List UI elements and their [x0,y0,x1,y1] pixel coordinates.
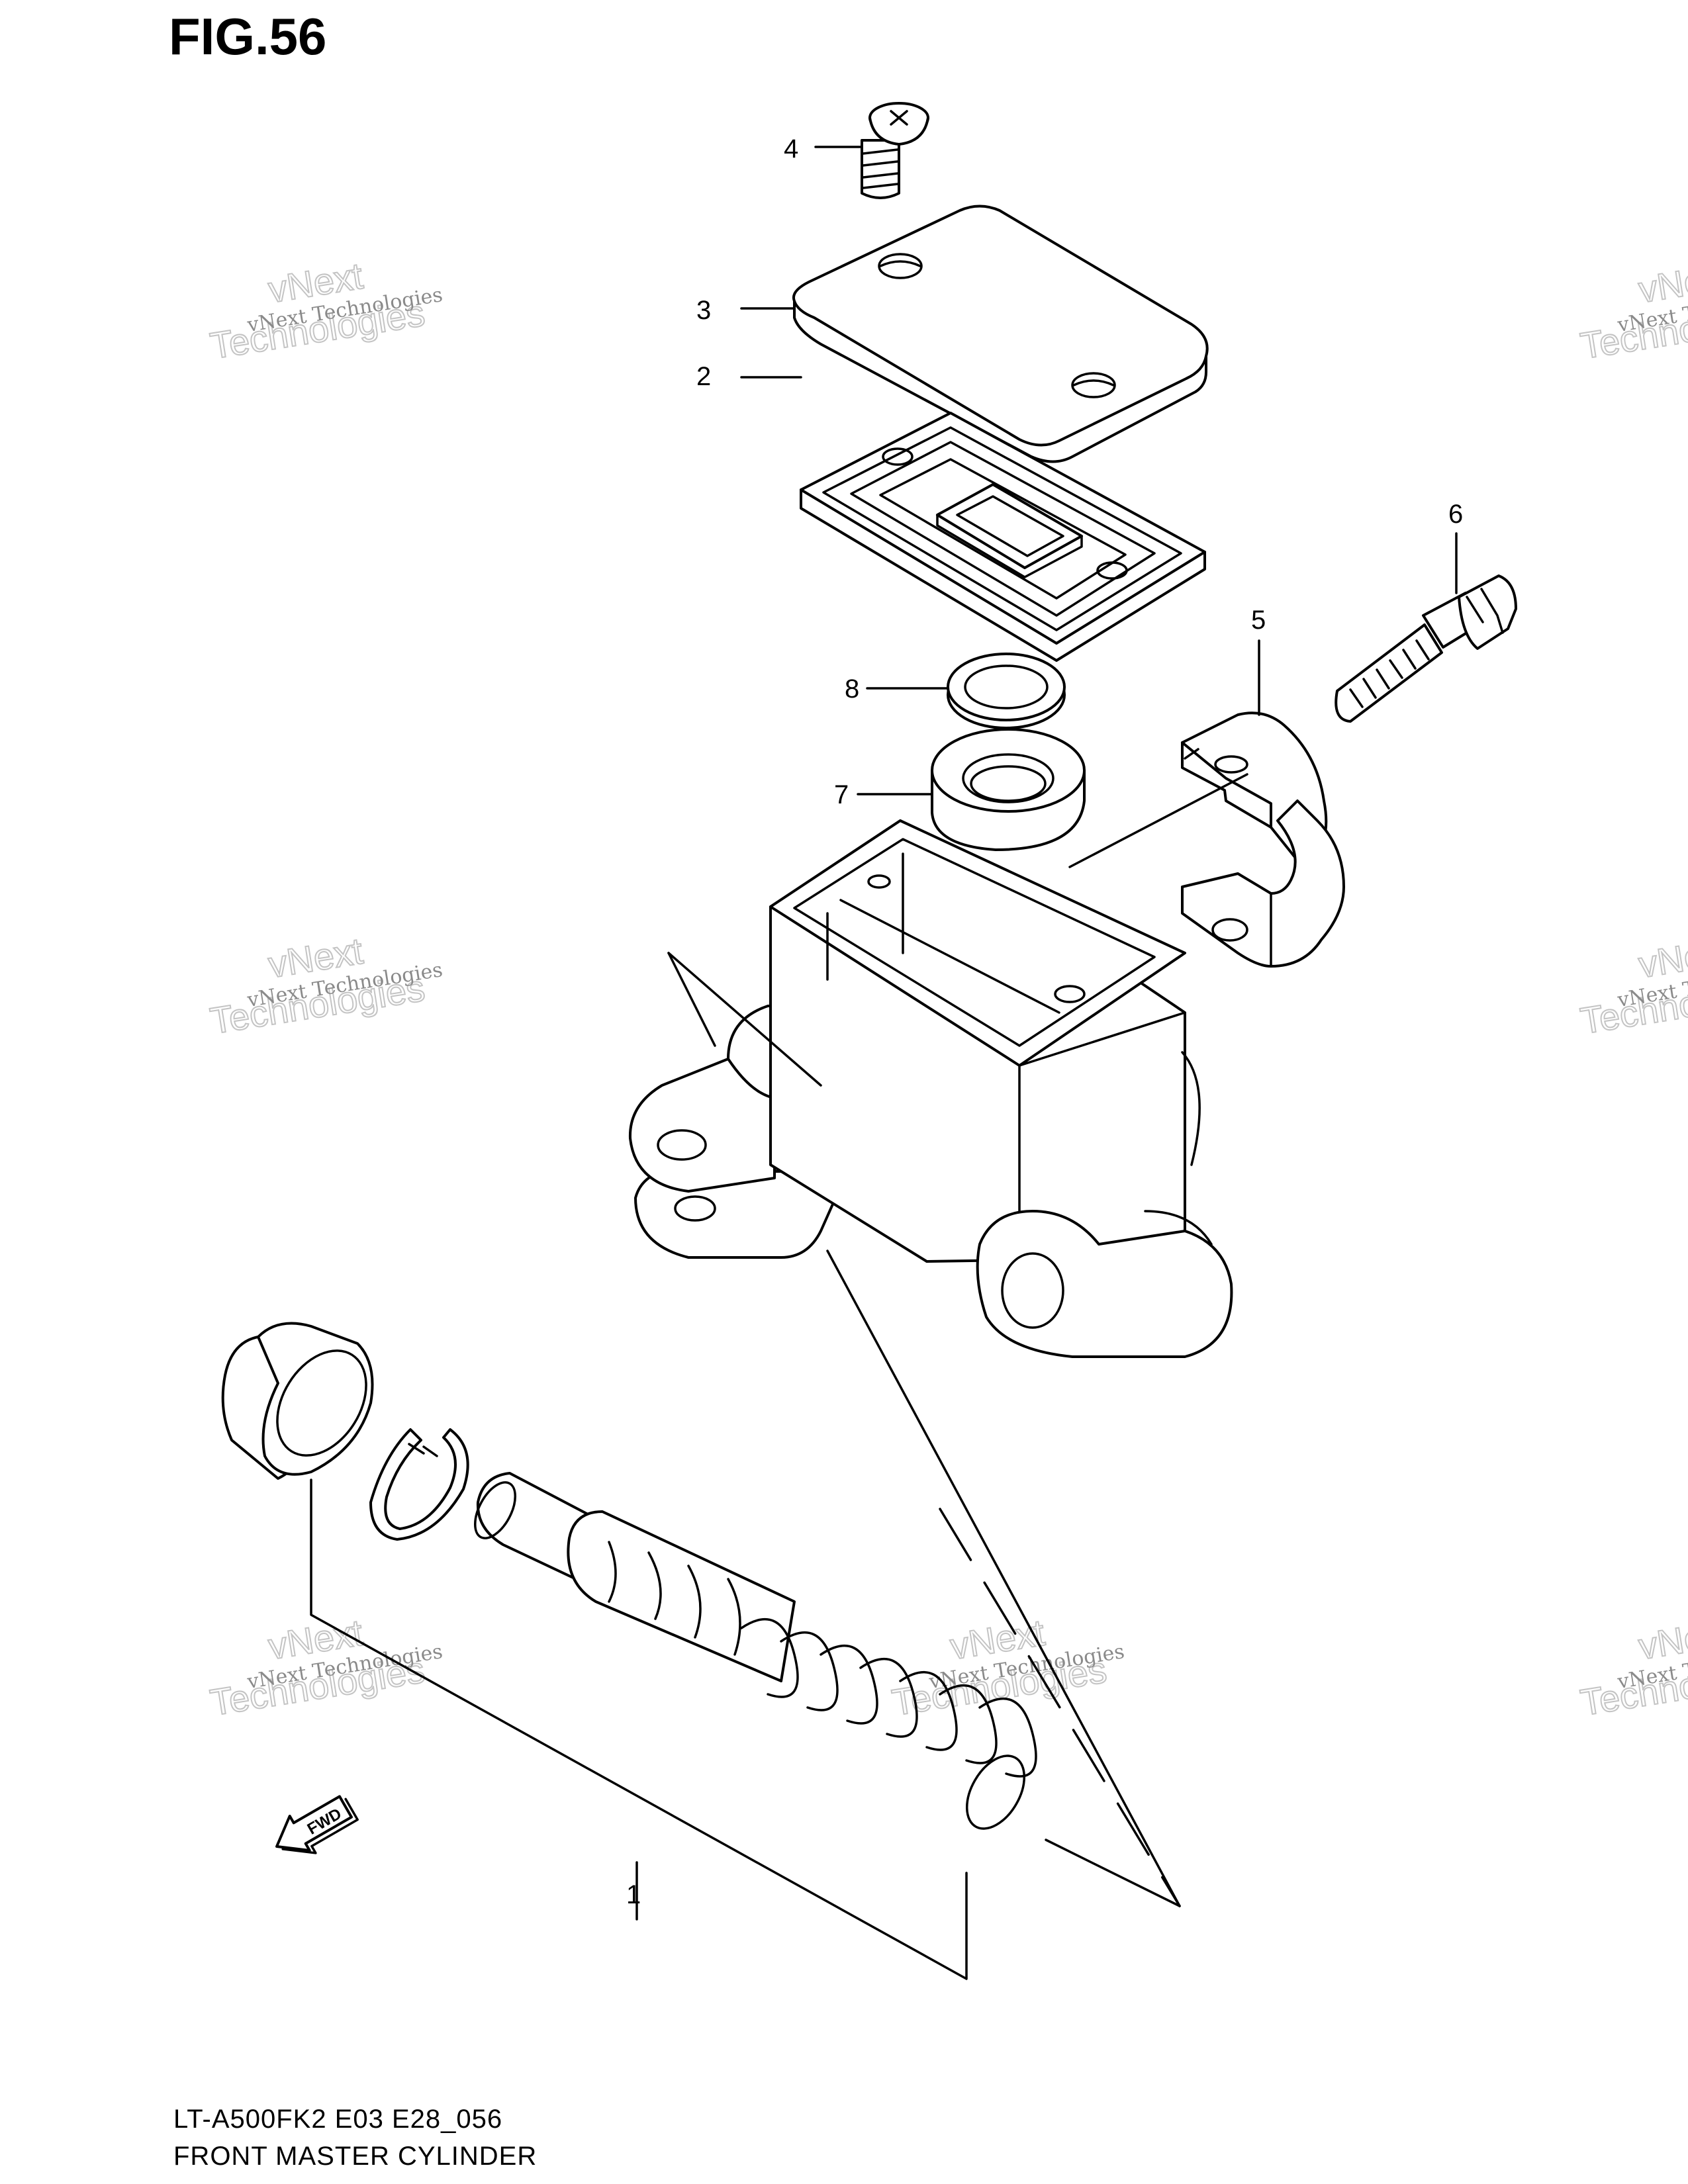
watermark: vNext Technologies vNext Technologies [1577,929,1688,1042]
callout-labels: 1 2 3 4 5 6 7 8 [626,134,1463,1909]
callout-5: 5 [1251,606,1266,635]
callout-3: 3 [696,296,711,325]
callout-4: 4 [784,134,798,163]
part-8-o-ring [947,653,1066,729]
figure-title: FIG.56 [169,7,327,66]
part-2-diaphragm [800,412,1206,662]
callout-1: 1 [626,1880,641,1909]
callout-7: 7 [834,780,849,809]
callout-leaders [740,146,1458,868]
assembly-name-caption: FRONT MASTER CYLINDER [173,2142,538,2171]
watermark-text: vNext [1636,930,1688,986]
callout-8: 8 [845,674,859,704]
part-5-clamp [1181,711,1345,968]
part-1-piston-kit [221,1322,1037,1830]
watermark-text: vNext [1636,1612,1688,1668]
master-cylinder-body [628,819,1233,1358]
part-6-bolt [1335,574,1517,723]
part-3-reservoir-cap [792,205,1209,463]
callout-2: 2 [696,362,711,391]
part-1-bracket-lines [310,952,1181,1980]
watermark: vNext Technologies vNext Technologies [207,1611,444,1724]
watermark: vNext Technologies vNext Technologies [1577,254,1688,367]
part-7-boot [931,728,1086,851]
part-4-screw [861,102,929,199]
fwd-arrow-icon: FWD [275,1795,359,1854]
watermark: vNext Technologies vNext Technologies [207,254,444,367]
model-code-caption: LT-A500FK2 E03 E28_056 [173,2105,503,2134]
watermark: vNext Technologies vNext Technologies [1577,1611,1688,1724]
watermark: vNext Technologies vNext Technologies [207,929,444,1042]
callout-6: 6 [1448,500,1463,529]
watermark-text: vNext [1636,255,1688,311]
